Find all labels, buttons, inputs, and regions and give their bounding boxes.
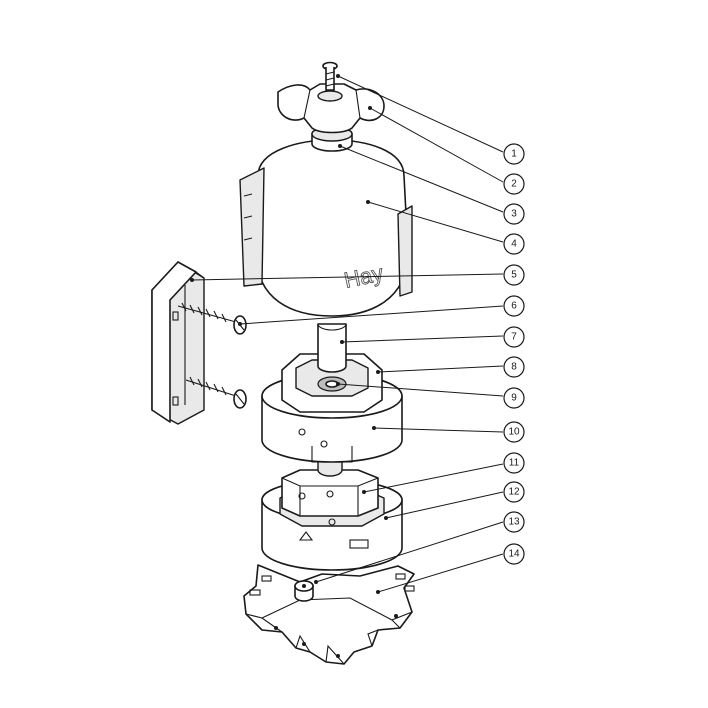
main-body: Hay bbox=[239, 139, 413, 317]
callout-12: 12 bbox=[503, 481, 525, 503]
wall-bracket bbox=[151, 261, 205, 425]
callout-8-label: 8 bbox=[511, 362, 517, 373]
callout-2: 2 bbox=[503, 173, 525, 195]
callout-1-label: 1 bbox=[511, 149, 517, 160]
callout-2-label: 2 bbox=[511, 179, 517, 190]
callout-11: 11 bbox=[503, 452, 525, 474]
callout-10: 10 bbox=[503, 421, 525, 443]
base-pin bbox=[294, 580, 314, 602]
callout-6: 6 bbox=[503, 295, 525, 317]
top-knob bbox=[277, 83, 385, 134]
leader-lines bbox=[190, 74, 504, 594]
top-screw bbox=[322, 61, 338, 91]
callout-1: 1 bbox=[503, 143, 525, 165]
drive-block bbox=[281, 451, 379, 526]
callout-7: 7 bbox=[503, 326, 525, 348]
callout-5: 5 bbox=[503, 264, 525, 286]
callout-10-label: 10 bbox=[508, 427, 520, 438]
callout-7-label: 7 bbox=[511, 332, 517, 343]
callout-5-label: 5 bbox=[511, 270, 517, 281]
callout-8: 8 bbox=[503, 356, 525, 378]
callout-6-label: 6 bbox=[511, 301, 517, 312]
drive-gear bbox=[317, 376, 347, 392]
star-base bbox=[243, 564, 415, 665]
callout-9: 9 bbox=[503, 387, 525, 409]
callout-4-label: 4 bbox=[511, 239, 517, 250]
mounting-screw-lower bbox=[185, 376, 247, 409]
callout-14-label: 14 bbox=[508, 549, 520, 560]
callout-13-label: 13 bbox=[508, 517, 520, 528]
callout-3: 3 bbox=[503, 203, 525, 225]
drive-shaft bbox=[317, 323, 347, 373]
callout-4: 4 bbox=[503, 233, 525, 255]
callout-3-label: 3 bbox=[511, 209, 517, 220]
callout-11-label: 11 bbox=[509, 458, 520, 469]
callout-12-label: 12 bbox=[508, 487, 520, 498]
callout-9-label: 9 bbox=[511, 393, 517, 404]
callout-14: 14 bbox=[503, 543, 525, 565]
callout-13: 13 bbox=[503, 511, 525, 533]
